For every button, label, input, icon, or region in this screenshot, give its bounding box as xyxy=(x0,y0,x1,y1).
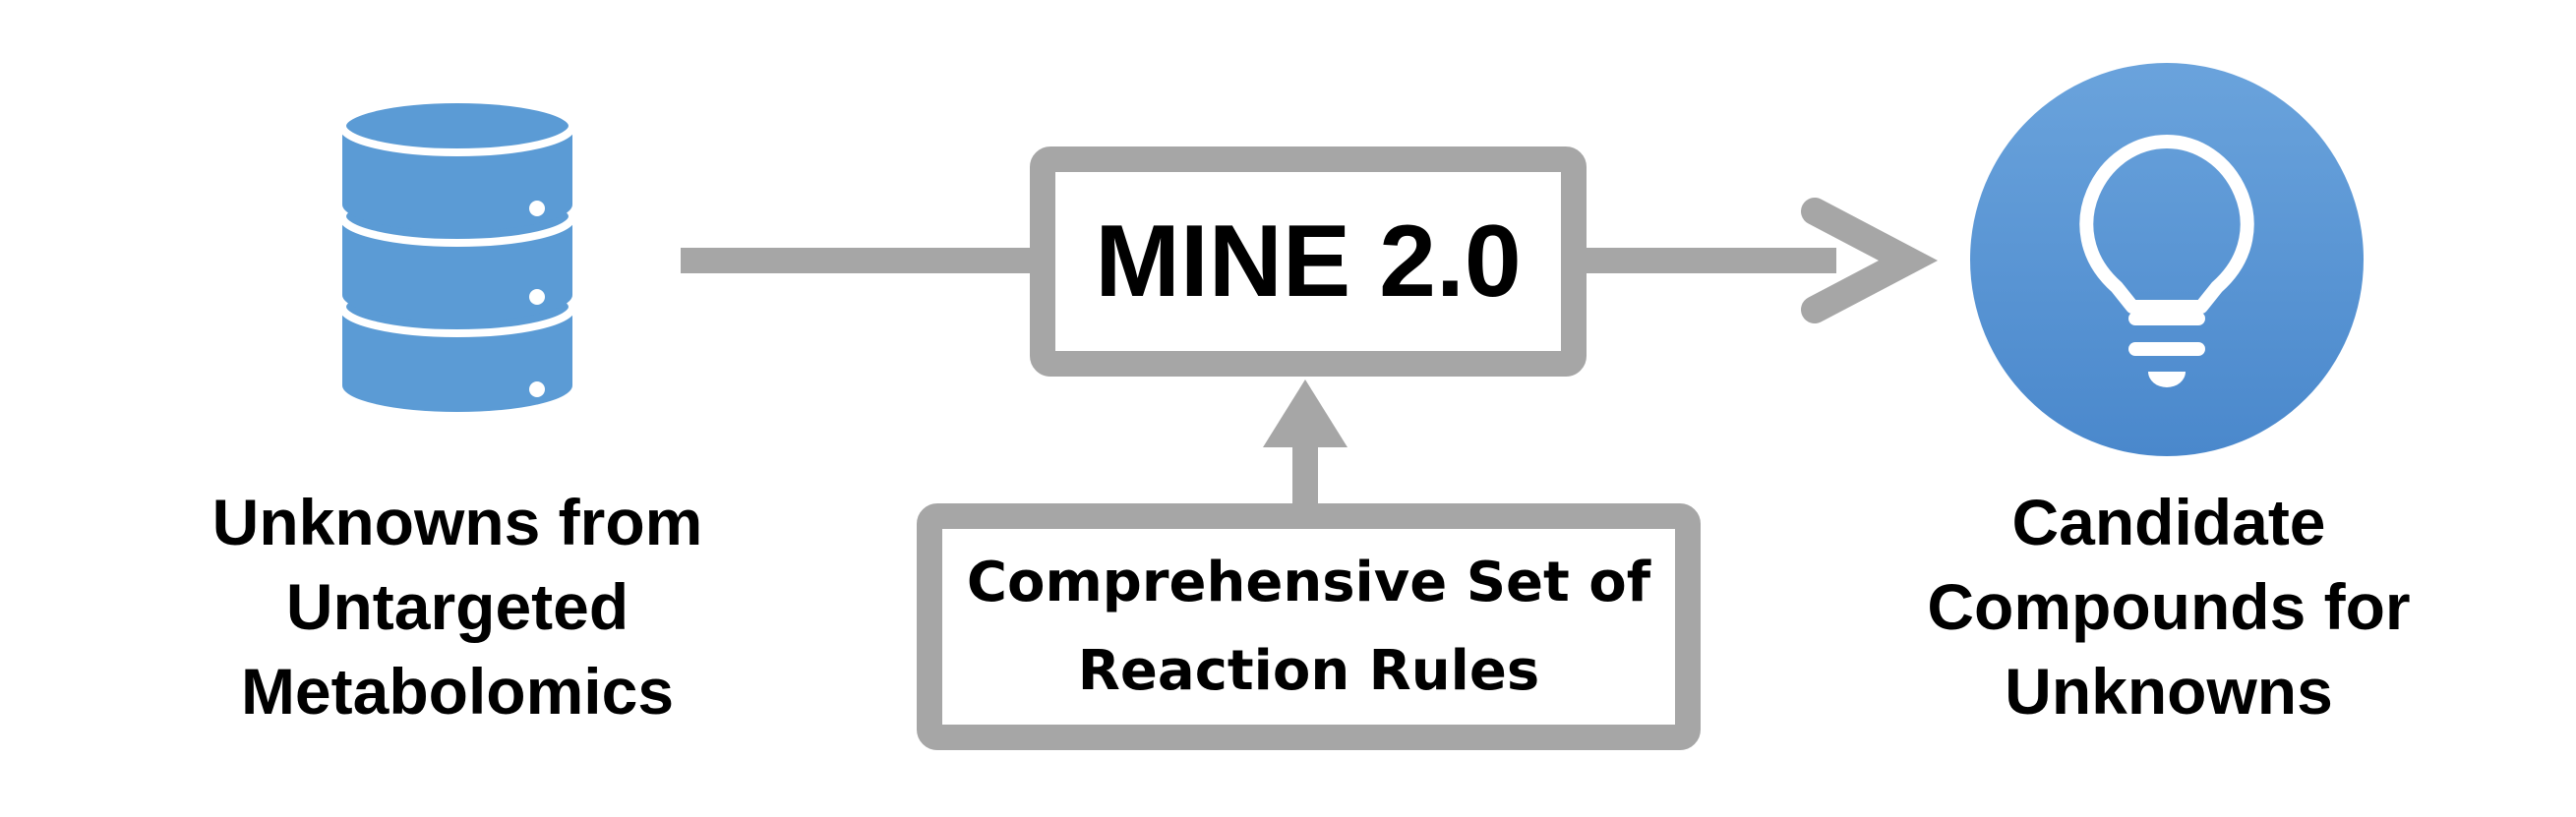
input-connector xyxy=(681,248,1035,273)
input-label-line: Untargeted xyxy=(285,570,629,643)
output-arrow xyxy=(1579,198,1939,323)
rules-up-arrow xyxy=(1263,379,1348,509)
rules-box xyxy=(917,503,1701,750)
rules-label-line: Comprehensive Set of xyxy=(966,550,1651,614)
rules-label-line: Reaction Rules xyxy=(1077,638,1540,703)
lightbulb-icon xyxy=(1970,63,2364,456)
rules-label: Comprehensive Set of Reaction Rules xyxy=(942,529,1675,725)
input-label: Unknowns from Untargeted Metabolomics xyxy=(128,480,787,733)
output-label-line: Candidate xyxy=(2011,486,2326,558)
output-label: Candidate Compounds for Unknowns xyxy=(1839,480,2498,733)
output-label-line: Compounds for xyxy=(1927,570,2411,643)
mine-label: MINE 2.0 xyxy=(1095,204,1522,319)
input-label-line: Metabolomics xyxy=(240,655,675,728)
mine-box xyxy=(1030,146,1587,377)
input-label-line: Unknowns from xyxy=(211,486,703,558)
output-label-line: Unknowns xyxy=(2005,655,2333,728)
database-icon xyxy=(338,95,576,412)
